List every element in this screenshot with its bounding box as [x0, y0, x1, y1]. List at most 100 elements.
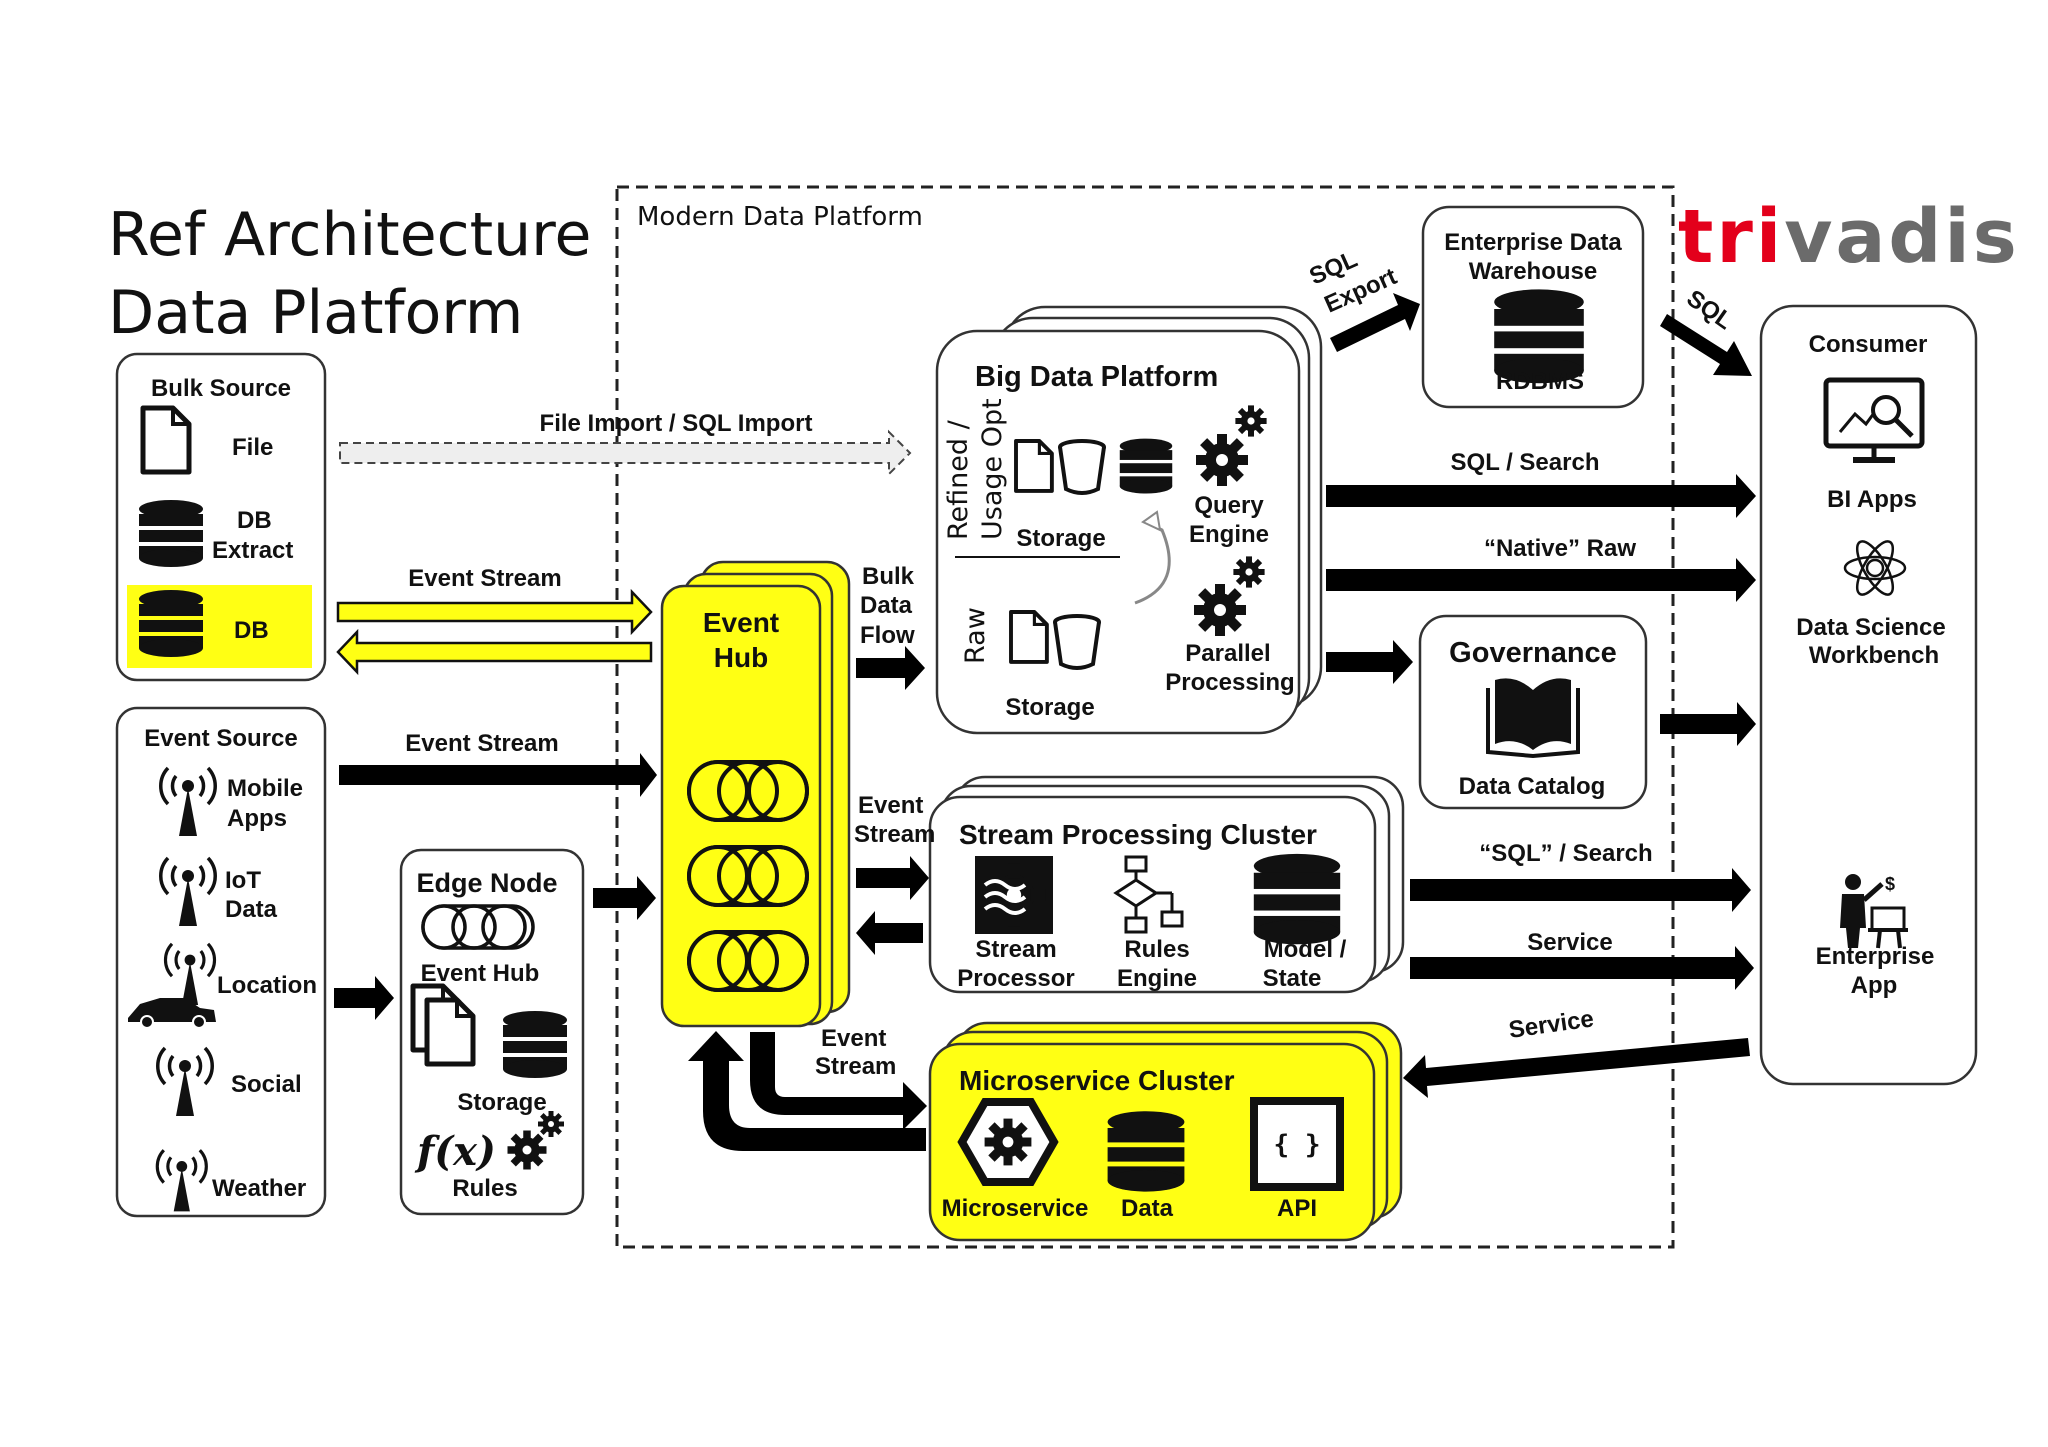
edw-title-1: Enterprise Data	[1444, 229, 1622, 256]
sql-search-label: SQL / Search	[1451, 449, 1600, 476]
bulk-flow-3: Flow	[860, 622, 915, 649]
data-label: Data	[1121, 1195, 1174, 1222]
refined-label-1: Refined /	[943, 419, 974, 540]
bulk-item-db-extract-2: Extract	[212, 537, 293, 564]
hub-to-microservice-arrow	[750, 1032, 927, 1130]
bigdata-governance-arrow	[1326, 640, 1413, 684]
stream-cluster-title: Stream Processing Cluster	[959, 819, 1317, 850]
hub-to-stream-arrow	[856, 856, 929, 900]
edge-node-storage: Storage	[457, 1089, 546, 1116]
edge-node-title: Edge Node	[416, 868, 557, 898]
edge-to-hub-arrow	[593, 876, 656, 920]
sql-search2-label: “SQL” / Search	[1479, 840, 1652, 867]
file-import-label: File Import / SQL Import	[540, 410, 813, 437]
api-label: API	[1277, 1195, 1317, 1222]
svg-text:trivadis: trivadis	[1678, 194, 2020, 280]
event-item-mobile: Mobile	[227, 775, 303, 802]
model-state-database-icon	[1253, 853, 1341, 945]
database-icon-yellow	[139, 590, 203, 657]
query-engine-1: Query	[1194, 492, 1264, 519]
event-hub-label-2: Hub	[714, 642, 768, 673]
car-icon	[128, 998, 216, 1029]
rules-engine-1: Rules	[1124, 936, 1189, 963]
bucket-icon	[1058, 439, 1106, 495]
storage-top-label: Storage	[1016, 525, 1105, 552]
file-icon	[143, 408, 189, 472]
queue-icon	[687, 845, 809, 907]
governance: Governance Data Catalog	[1418, 614, 1648, 810]
bi-apps-label: BI Apps	[1827, 486, 1917, 513]
big-data-title: Big Data Platform	[975, 361, 1218, 393]
file-icon	[1014, 439, 1054, 493]
microservice-cluster-title: Microservice Cluster	[959, 1065, 1235, 1096]
event-stream-db-label: Event Stream	[408, 565, 561, 592]
bulk-flow-2: Data	[860, 592, 913, 619]
edge-node-event-hub: Event Hub	[421, 960, 540, 987]
event-source-box	[115, 706, 327, 1218]
event-stream-to-hub-arrow	[336, 588, 653, 636]
edw-title-2: Warehouse	[1469, 258, 1597, 285]
microservice-to-hub-arrow	[688, 1031, 926, 1151]
data-science-2: Workbench	[1809, 642, 1939, 669]
svg-text:$: $	[1885, 874, 1895, 894]
stream-service-arrow	[1410, 946, 1754, 990]
stream-processor-2: Processor	[957, 965, 1074, 992]
trivadis-logo: trivadis	[1678, 194, 2020, 280]
native-raw-arrow	[1326, 558, 1756, 602]
enterprise-app-user-icon: $	[1840, 874, 1908, 949]
refine-cycle-arrow	[1134, 523, 1171, 605]
enterprise-app-1: Enterprise	[1816, 943, 1935, 970]
function-icon: f(x)	[414, 1128, 496, 1175]
event-stream-ms-1: Event	[821, 1025, 886, 1052]
event-stream-src-label: Event Stream	[405, 730, 558, 757]
page-title-line2: Data Platform	[108, 278, 523, 348]
consumer-title: Consumer	[1809, 331, 1928, 358]
event-item-location: Location	[217, 972, 317, 999]
event-stream-ms-2: Stream	[815, 1053, 896, 1080]
file-icon	[1009, 610, 1049, 664]
governance-consumer-arrow	[1660, 702, 1756, 746]
enterprise-app-2: App	[1851, 972, 1898, 999]
bulk-item-db: DB	[234, 617, 269, 644]
storage-bottom-label: Storage	[1005, 694, 1094, 721]
microservice-label: Microservice	[942, 1195, 1089, 1222]
stream-processing-cluster: Stream Processing Cluster Stream Process…	[928, 775, 1405, 994]
rdbms-label: RDBMS	[1496, 368, 1584, 395]
source-to-edge-arrow	[334, 976, 394, 1020]
event-source-title: Event Source	[144, 725, 297, 752]
sql-export-arrow	[1330, 293, 1420, 352]
microservice-cluster: Microservice Cluster Microservice Data {…	[928, 1021, 1403, 1242]
big-data-platform: Big Data Platform Refined / Usage Opt St…	[935, 305, 1323, 735]
parallel-processing-1: Parallel	[1185, 640, 1270, 667]
event-item-social: Social	[231, 1071, 302, 1098]
queue-icon	[687, 930, 809, 992]
sql-label: SQL	[1682, 285, 1738, 335]
parallel-processing-2: Processing	[1165, 669, 1294, 696]
rules-engine-icon	[1113, 855, 1184, 934]
event-item-apps: Apps	[227, 805, 287, 832]
database-icon	[1119, 438, 1173, 494]
enterprise-data-warehouse: Enterprise Data Warehouse RDBMS	[1421, 205, 1645, 409]
event-stream-to-db-arrow	[336, 628, 653, 676]
bi-apps-monitor-icon	[1823, 377, 1925, 463]
database-icon	[139, 500, 203, 567]
data-science-atom-icon	[1843, 540, 1907, 596]
stream-sql-search-arrow	[1410, 868, 1751, 912]
model-state-1: Model /	[1264, 936, 1347, 963]
database-icon	[503, 1011, 567, 1078]
event-stream-cluster-2: Stream	[854, 821, 935, 848]
native-raw-label: “Native” Raw	[1484, 535, 1636, 562]
query-engine-2: Engine	[1189, 521, 1269, 548]
event-item-weather: Weather	[212, 1175, 306, 1202]
stream-processor-1: Stream	[975, 936, 1056, 963]
data-science-1: Data Science	[1796, 614, 1945, 641]
api-icon: { }	[1250, 1097, 1344, 1191]
event-source-stream-arrow	[339, 753, 657, 797]
service1-label: Service	[1527, 929, 1612, 956]
page-title-line1: Ref Architecture	[108, 200, 591, 270]
event-hub: Event Hub	[660, 560, 851, 1028]
platform-label: Modern Data Platform	[637, 202, 923, 232]
stream-to-hub-arrow	[856, 911, 923, 955]
bulk-flow-1: Bulk	[862, 563, 915, 590]
queue-icon	[687, 760, 809, 822]
